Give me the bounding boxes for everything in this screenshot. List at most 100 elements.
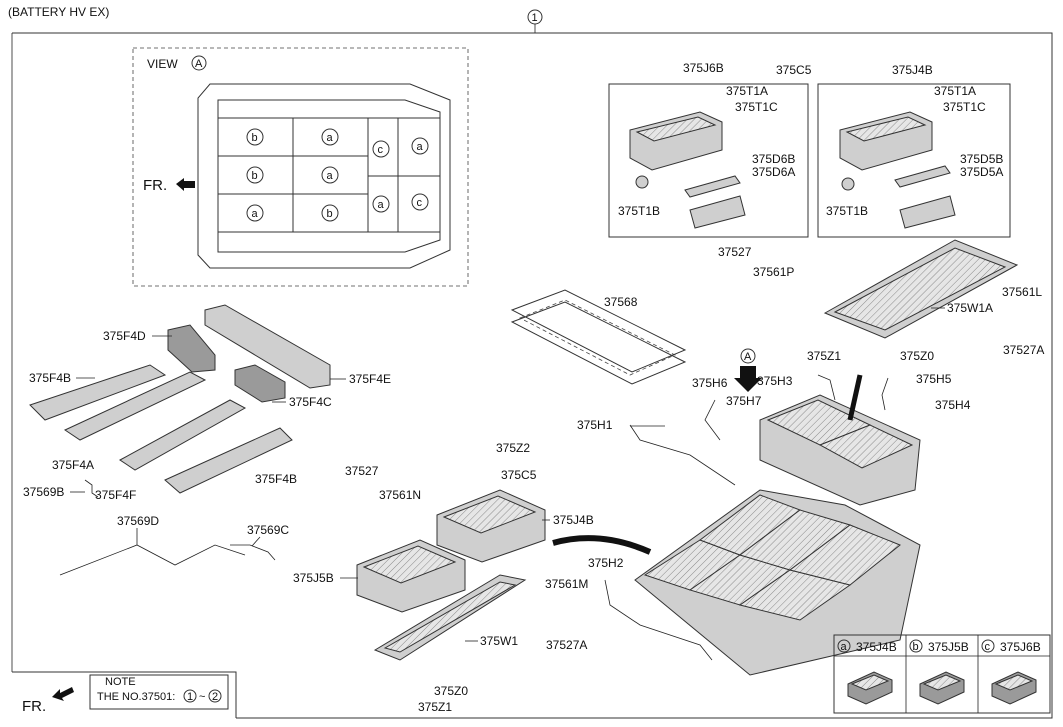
label-375t1b: 375T1B xyxy=(618,204,660,218)
label-37569b: 37569B xyxy=(23,485,64,499)
grid-cell-circle xyxy=(246,128,264,146)
label-375t1b: 375T1B xyxy=(826,204,868,218)
grid-cell-circle xyxy=(372,195,390,213)
grid-cell-letter: a xyxy=(327,132,334,144)
label-375w1a: 375W1A xyxy=(947,301,993,315)
label-375t1c: 375T1C xyxy=(943,100,986,114)
view-a-marker: A xyxy=(195,58,203,70)
grid-cell-letter: a xyxy=(417,141,424,153)
label-375j5b: 375J5B xyxy=(293,571,334,585)
label-375h2: 375H2 xyxy=(588,556,624,570)
module-j6b-illustration xyxy=(629,111,746,229)
label-375z1: 375Z1 xyxy=(418,700,452,714)
label-375c5: 375C5 xyxy=(501,468,537,482)
label-37527: 37527 xyxy=(345,464,379,478)
label-375c5: 375C5 xyxy=(776,63,812,77)
grid-cell-letter: b xyxy=(327,208,333,220)
diagram-title: (BATTERY HV EX) xyxy=(8,5,109,19)
main-frame xyxy=(12,32,1053,719)
label-375f4e: 375F4E xyxy=(349,372,391,386)
legend-key-circle xyxy=(909,639,923,653)
grid-labels: b a c a b a a c a b xyxy=(246,128,429,222)
label-37569c: 37569C xyxy=(247,523,289,537)
label-375w1: 375W1 xyxy=(480,634,518,648)
note-to: 2 xyxy=(212,691,218,703)
side-covers-illustration xyxy=(29,304,331,498)
view-fr-label: FR. xyxy=(143,177,167,194)
front-arrow-icon xyxy=(176,178,195,191)
note-text: THE NO.37501: xyxy=(97,691,175,703)
view-a-title: VIEW xyxy=(147,57,178,71)
label-375f4b: 375F4B xyxy=(29,371,71,385)
harness-h1-illustration xyxy=(629,424,736,486)
label-375t1a: 375T1A xyxy=(934,84,976,98)
label-37527: 37527 xyxy=(718,245,752,259)
label-375f4b: 375F4B xyxy=(255,472,297,486)
part-labels: 375J6B 375T1A 375T1C 375D6B 375D6A 375T1… xyxy=(23,61,1044,714)
label-375d5a: 375D5A xyxy=(960,165,1003,179)
label-375j4b: 375J4B xyxy=(892,63,933,77)
label-375j6b: 375J6B xyxy=(683,61,724,75)
label-37527a: 37527A xyxy=(546,638,587,652)
grid-cell-letter: a xyxy=(327,170,334,182)
label-37527a: 37527A xyxy=(1003,343,1044,357)
view-a-arrow-icon xyxy=(734,366,762,392)
legend-key-circle xyxy=(981,639,995,653)
module-j4b-illustration xyxy=(839,111,956,229)
label-37568: 37568 xyxy=(604,295,638,309)
legend-key-circle xyxy=(837,639,851,653)
label-375h4: 375H4 xyxy=(935,398,971,412)
grid-cell-circle xyxy=(372,140,390,158)
note-box xyxy=(89,674,229,710)
grid-cell-letter: a xyxy=(378,199,385,211)
legend-key: b xyxy=(913,641,919,653)
label-375f4a: 375F4A xyxy=(52,458,94,472)
front-arrow-icon xyxy=(52,687,74,701)
label-375f4f: 375F4F xyxy=(95,488,136,502)
label-37561l: 37561L xyxy=(1002,285,1042,299)
footer-fr-label: FR. xyxy=(22,698,46,715)
note-sep: ~ xyxy=(199,691,205,703)
harness-37569d-illustration xyxy=(59,544,246,576)
label-37561p: 37561P xyxy=(753,265,794,279)
assembly-number: 1 xyxy=(532,12,538,24)
note-title: NOTE xyxy=(105,676,136,688)
j6b-group-box xyxy=(608,83,809,238)
legend-part-number: 375J5B xyxy=(928,640,969,654)
j4b-group-box xyxy=(817,83,1011,238)
grid-cell-letter: b xyxy=(252,132,258,144)
label-37569d: 37569D xyxy=(117,514,159,528)
label-375f4c: 375F4C xyxy=(289,395,332,409)
legend-part-number: 375J4B xyxy=(856,640,897,654)
label-375z2: 375Z2 xyxy=(496,441,530,455)
legend-part-number: 375J6B xyxy=(1000,640,1041,654)
label-37561m: 37561M xyxy=(545,577,588,591)
label-375d5b: 375D5B xyxy=(960,152,1003,166)
label-375t1c: 375T1C xyxy=(735,100,778,114)
label-37561n: 37561N xyxy=(379,488,421,502)
label-375h1: 375H1 xyxy=(577,418,613,432)
grid-cell-letter: b xyxy=(252,170,258,182)
frame-37568-illustration xyxy=(510,289,687,373)
label-marker-a: A xyxy=(744,351,752,363)
label-375j4b: 375J4B xyxy=(553,513,594,527)
label-375h3: 375H3 xyxy=(757,374,793,388)
label-375z0: 375Z0 xyxy=(434,684,468,698)
label-375d6a: 375D6A xyxy=(752,165,795,179)
legend-key: c xyxy=(985,641,991,653)
grid-cell-circle xyxy=(246,166,264,184)
grid-cell-circle xyxy=(411,137,429,155)
grid-cell-letter: a xyxy=(252,208,259,220)
label-375h5: 375H5 xyxy=(916,372,952,386)
note-from: 1 xyxy=(187,691,193,703)
grid-cell-letter: c xyxy=(378,144,384,156)
grid-cell-circle xyxy=(246,204,264,222)
label-375h6: 375H6 xyxy=(692,376,728,390)
grid-cell-circle xyxy=(321,204,339,222)
label-375f4d: 375F4D xyxy=(103,329,146,343)
legend-box xyxy=(833,634,1051,714)
harness-h2-illustration xyxy=(604,579,713,661)
grid-cell-letter: c xyxy=(417,197,423,209)
